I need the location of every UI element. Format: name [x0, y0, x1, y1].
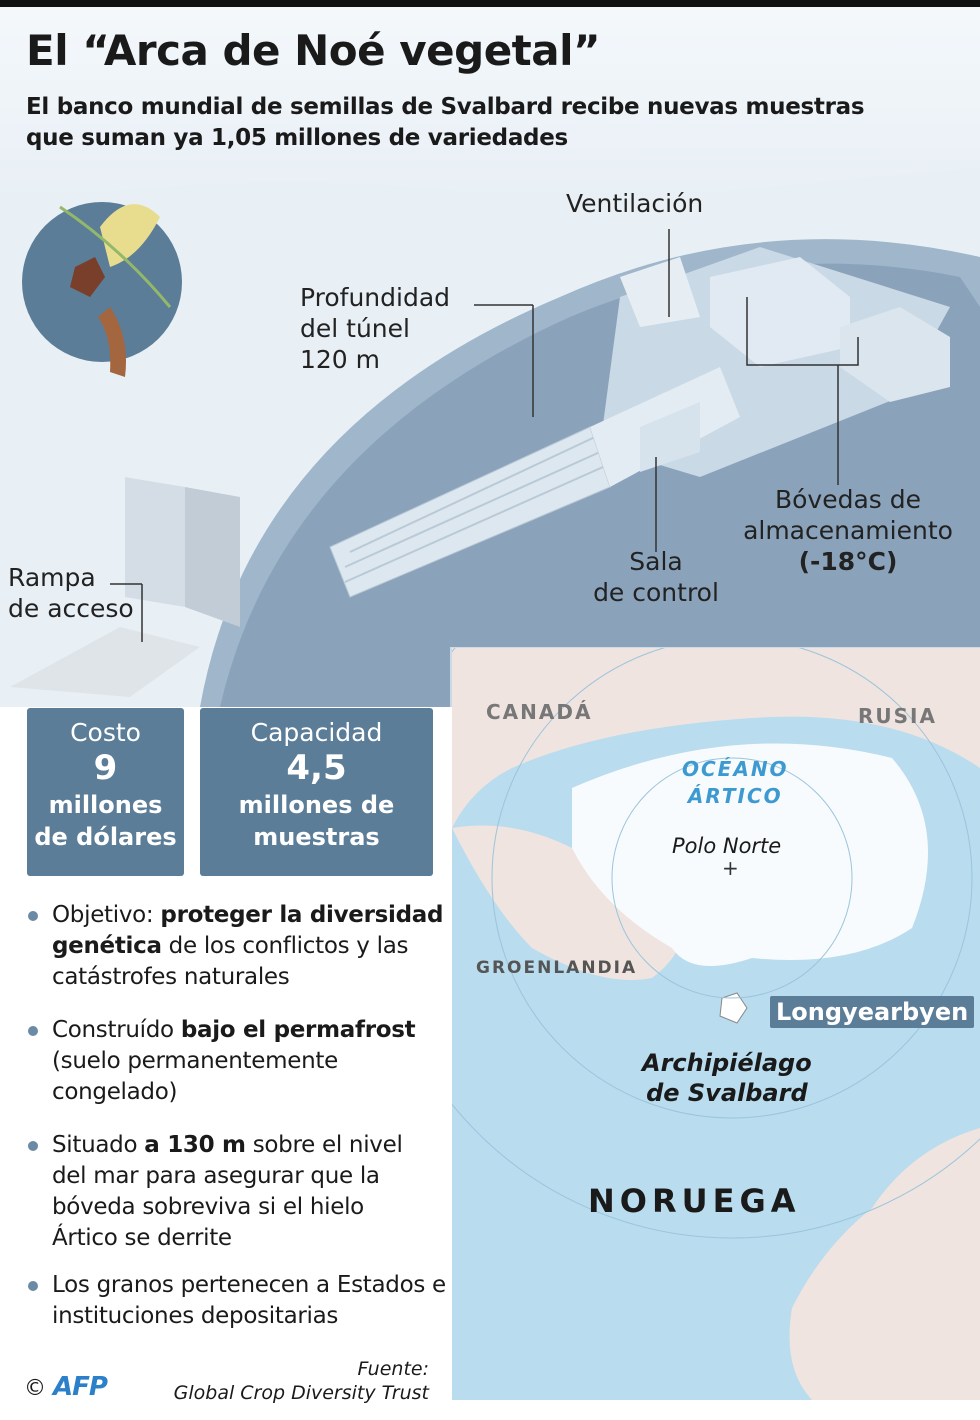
label-ventilation: Ventilación — [566, 189, 704, 218]
text-bold: a 130 m — [144, 1132, 246, 1158]
text: Rampa — [8, 563, 96, 592]
text: Situado — [52, 1132, 145, 1158]
text: Archipiélago — [642, 1049, 812, 1077]
page-title: El “Arca de Noé vegetal” — [26, 26, 601, 75]
text: Los granos pertenecen a Estados e instit… — [52, 1272, 446, 1329]
fact-item: Objetivo: proteger la diversidad genétic… — [26, 900, 446, 993]
text: Fuente: — [357, 1358, 429, 1380]
stat-unit: millones de — [238, 791, 395, 819]
text-bold: proteger la diversidad genética — [52, 902, 444, 959]
label-russia: RUSIA — [858, 704, 937, 728]
text: Sala — [629, 547, 683, 576]
copyright-symbol: © — [24, 1376, 46, 1401]
text: 120 m — [300, 345, 381, 374]
text-bold: bajo el permafrost — [180, 1017, 416, 1043]
label-arctic-ocean: OCÉANO ÁRTICO — [682, 756, 789, 810]
stat-unit: de dólares — [34, 823, 177, 851]
stat-label: Costo — [70, 718, 141, 747]
text: Bóvedas de — [774, 485, 922, 514]
label-north-pole: Polo Norte — [672, 834, 782, 858]
text: de Svalbard — [646, 1079, 808, 1107]
label-greenland: GROENLANDIA — [476, 958, 638, 978]
subtitle-line: El banco mundial de semillas de Svalbard… — [26, 94, 865, 120]
text: de control — [593, 578, 719, 607]
entrance-building — [10, 477, 240, 697]
source-credit: Fuente:Global Crop Diversity Trust — [174, 1357, 429, 1405]
fact-item: Situado a 130 m sobre el nivel del mar p… — [26, 1130, 416, 1254]
text: Objetivo: — [52, 902, 161, 928]
text: Construído — [52, 1017, 181, 1043]
text: almacenamiento — [743, 516, 953, 545]
afp-logo: AFP — [53, 1372, 108, 1402]
top-bar — [0, 0, 980, 7]
afp-credit: © AFP — [24, 1372, 108, 1402]
text: de acceso — [8, 594, 134, 623]
map-graphic: + — [452, 648, 980, 1400]
text: de los conflictos y las catástrofes natu… — [52, 933, 409, 990]
text: Profundidad — [300, 283, 451, 312]
stat-unit: muestras — [253, 823, 380, 851]
label-norway: NORUEGA — [588, 1182, 801, 1220]
stat-value: 9 — [93, 748, 118, 788]
label-canada: CANADÁ — [486, 700, 593, 724]
arctic-map: + CANADÁ RUSIA OCÉANO ÁRTICO Polo Norte G… — [452, 648, 980, 1400]
text: del túnel — [300, 314, 410, 343]
text: Global Crop Diversity Trust — [173, 1382, 429, 1404]
fact-item: Construído bajo el permafrost (suelo per… — [26, 1015, 446, 1108]
fact-item: Los granos pertenecen a Estados e instit… — [26, 1270, 446, 1332]
stat-unit: millones — [48, 791, 163, 819]
text: (-18°C) — [798, 547, 898, 576]
stat-capacity: Capacidad 4,5 millones de muestras — [200, 708, 433, 876]
pole-cross: + — [722, 856, 739, 880]
text: OCÉANO — [682, 757, 789, 781]
stat-cost: Costo 9 millones de dólares — [27, 708, 184, 876]
text: (suelo permanentemente congelado) — [52, 1048, 338, 1105]
subtitle-line: que suman ya 1,05 millones de variedades — [26, 125, 568, 151]
leader-lines — [110, 229, 859, 642]
tunnel — [329, 257, 950, 598]
text: ÁRTICO — [687, 784, 783, 808]
subtitle: El banco mundial de semillas de Svalbard… — [26, 92, 865, 154]
seed-vault-illustration — [0, 7, 980, 707]
facts-list: Objetivo: proteger la diversidad genétic… — [26, 900, 446, 1348]
text: sobre el nivel del mar para asegurar que… — [52, 1132, 403, 1251]
label-longyearbyen: Longyearbyen — [770, 996, 975, 1028]
stat-value: 4,5 — [286, 748, 347, 788]
stat-label: Capacidad — [250, 718, 383, 747]
